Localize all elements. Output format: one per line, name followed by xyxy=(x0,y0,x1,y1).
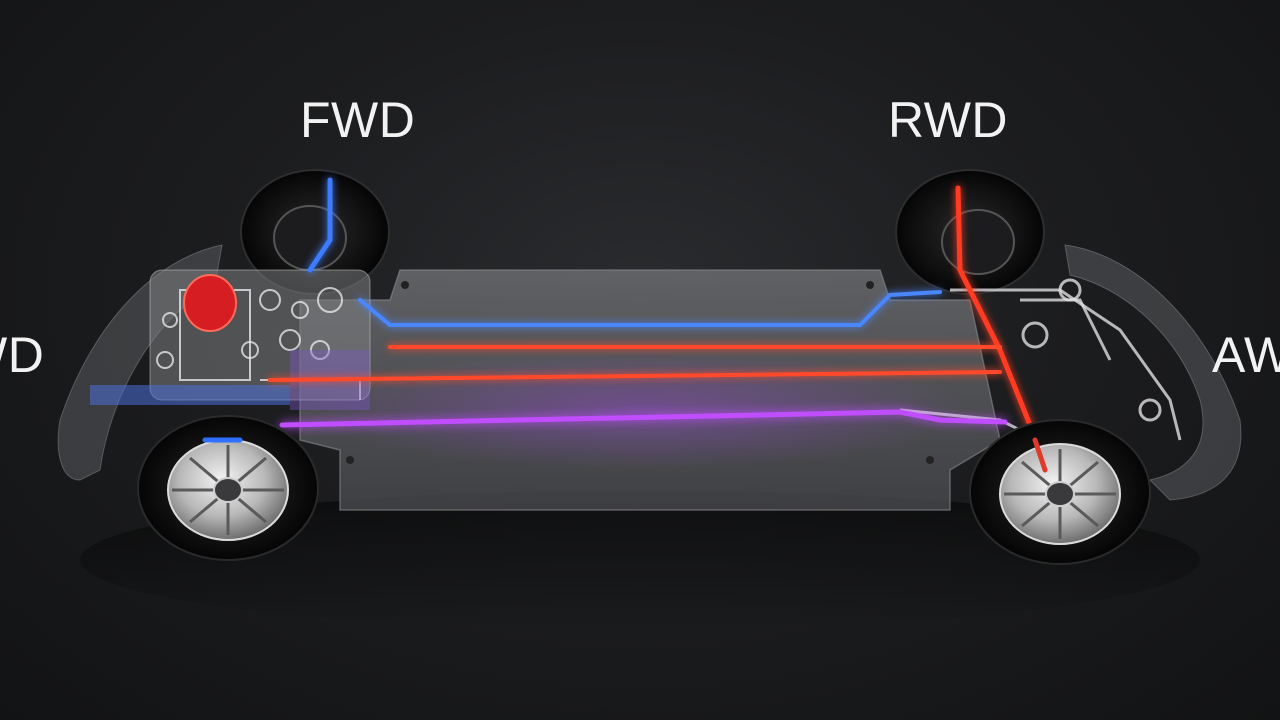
front-far-wheel xyxy=(895,169,1045,295)
floor-pan xyxy=(299,269,1001,511)
rear-near-wheel xyxy=(969,419,1151,565)
floor-shadow xyxy=(80,490,1200,630)
fwd-label: FWD xyxy=(300,92,416,148)
left-cut-label: WD xyxy=(0,327,45,383)
front-near-wheel xyxy=(137,415,319,561)
fwd-drive-line xyxy=(307,177,942,327)
rwd-drive-line xyxy=(268,185,1043,453)
rwd-label: RWD xyxy=(888,92,1009,148)
right-fender xyxy=(1064,244,1242,501)
red-cover xyxy=(183,274,237,332)
engine-block xyxy=(90,269,371,410)
right-cut-label: AW xyxy=(1212,327,1280,383)
awd-drive-line xyxy=(279,409,1008,428)
